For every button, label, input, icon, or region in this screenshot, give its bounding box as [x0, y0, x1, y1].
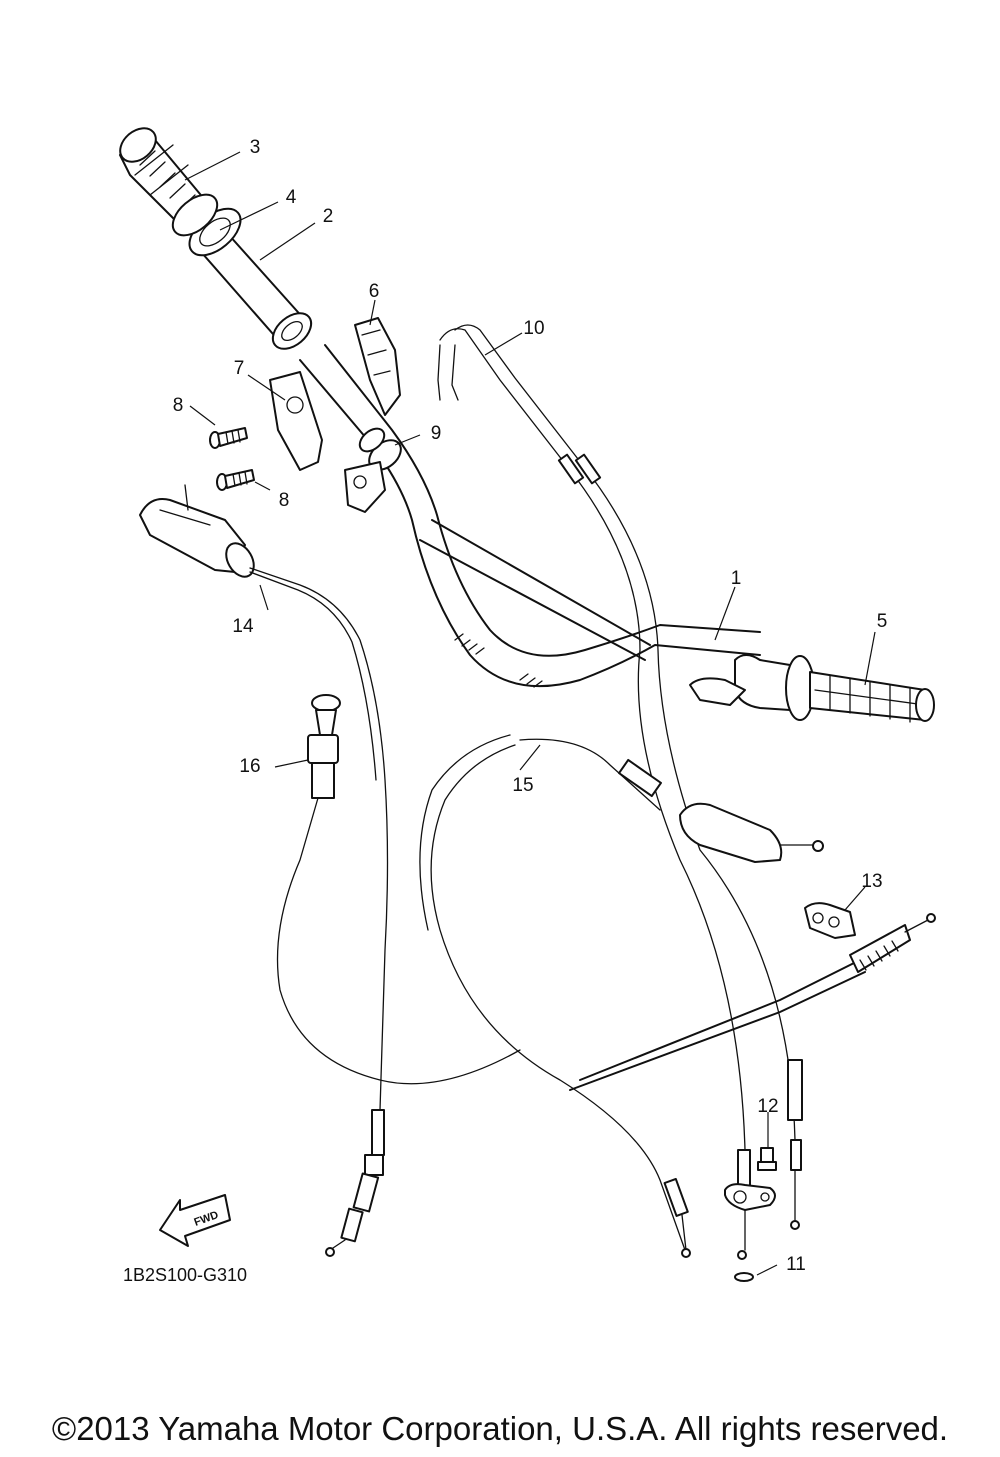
handlebar: [299, 344, 761, 688]
part-label-14: 14: [232, 616, 254, 637]
part-label-3: 3: [250, 137, 261, 158]
clutch-lever-cable: [419, 734, 936, 1258]
left-grip: [119, 127, 206, 222]
throttle-housing-cap: [354, 317, 401, 416]
cable-holder: [804, 902, 856, 939]
part-label-4: 4: [286, 187, 297, 208]
collar-ring: [171, 193, 242, 257]
part-label-8-lower: 8: [279, 490, 290, 511]
throttle-housing: [269, 371, 323, 471]
part-label-16: 16: [239, 756, 260, 777]
throttle-cables: [437, 324, 803, 1260]
part-label-8-upper: 8: [173, 395, 184, 416]
cable-clamp: [344, 461, 386, 513]
part-label-1: 1: [731, 568, 742, 589]
o-ring: [734, 1272, 754, 1282]
part-label-2: 2: [323, 206, 334, 227]
part-label-15: 15: [512, 775, 533, 796]
screw-upper: [209, 427, 248, 449]
part-label-7: 7: [234, 358, 245, 379]
part-label-11: 11: [786, 1254, 806, 1275]
part-label-10: 10: [523, 318, 544, 339]
part-label-5: 5: [877, 611, 888, 632]
right-grip: [689, 654, 935, 723]
part-label-13: 13: [861, 871, 882, 892]
copyright-notice: ©2013 Yamaha Motor Corporation, U.S.A. A…: [51, 1410, 949, 1447]
part-label-9: 9: [431, 423, 442, 444]
leader-lines: [184, 151, 876, 1276]
cable-guide-bolt: [724, 1147, 777, 1211]
fwd-arrow-icon: FWD: [159, 1194, 231, 1247]
screw-lower: [216, 469, 255, 491]
hot-start-lever-cable: [139, 484, 389, 1257]
part-label-12: 12: [757, 1096, 778, 1117]
part-label-6: 6: [369, 281, 380, 302]
drawing-code: 1B2S100-G310: [123, 1265, 247, 1285]
adjuster-cable: [276, 694, 521, 1085]
